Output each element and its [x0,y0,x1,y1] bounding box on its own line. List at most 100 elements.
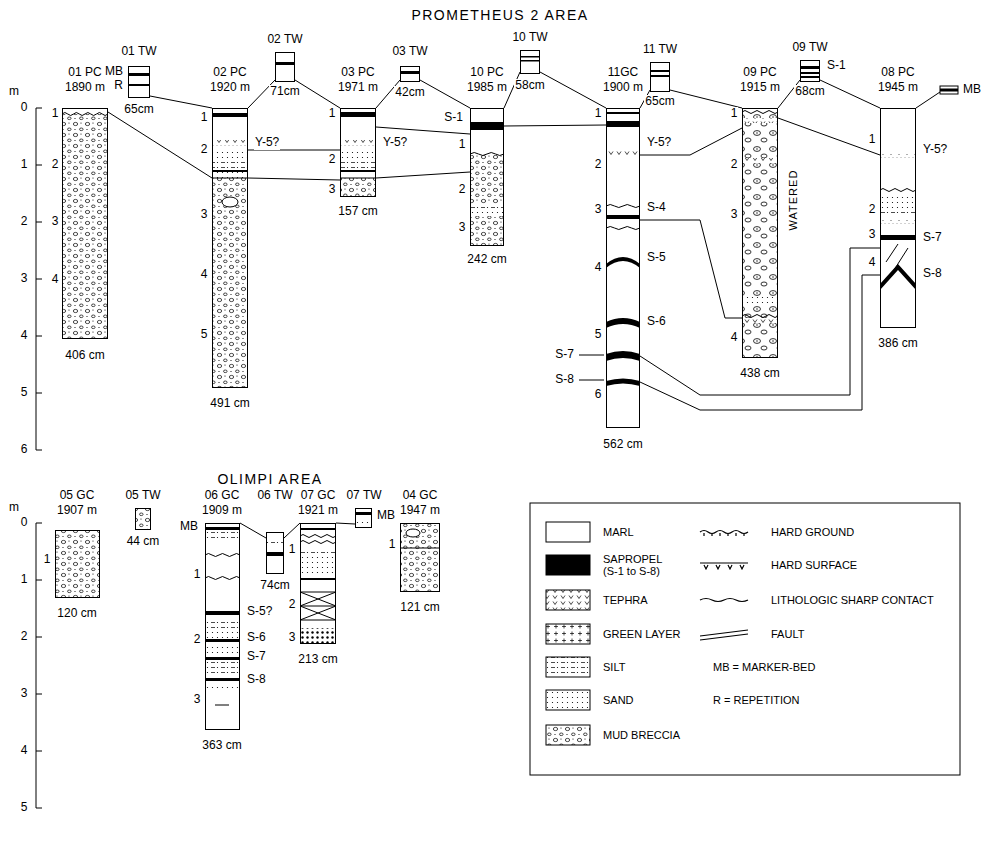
core-03tw-fill-part [400,71,420,74]
scale-tick: 1 [20,573,29,586]
core-11gc-fill-part [606,150,640,155]
sapropel-label: S-8 [554,373,575,386]
correlation-line [295,80,340,108]
section-number: 1 [328,107,337,120]
legend-sample [700,599,748,602]
core-column: 05 TW44 cm [135,508,151,530]
core-09pc-fill-part [742,315,778,318]
section-number: 1 [868,133,877,146]
sapropel-label: S-8 [246,673,267,686]
core-03pc-fill-part [340,178,376,197]
marker-bed-label: MB [104,65,124,78]
core-name: 06 GC [204,489,241,502]
core-10tw-fill-part [520,56,540,58]
core-11gc-fill-part [606,257,640,268]
core-02tw-fill-part [275,62,295,65]
core-03pc-fill [340,112,376,197]
section-number: 4 [594,261,603,274]
core-name: 03 TW [391,45,428,58]
core-length: 406 cm [64,349,105,362]
core-09tw-fill-part [800,66,820,69]
sapropel-label: S-8 [922,267,943,280]
sapropel-label: S-1 [443,111,464,124]
scale-tick: 1 [20,158,29,171]
core-column: 10 TW58cm [520,50,540,74]
legend-text: MARL [602,526,635,538]
core-name: 09 TW [791,41,828,54]
core-name: 02 TW [266,33,303,46]
core-06gc-fill-part [205,554,240,557]
core-01tw-fill-part [128,84,150,86]
core-11gc-fill-part [606,227,640,230]
core-09tw-fill-part [800,72,820,74]
core-length: 386 cm [877,337,918,350]
core-06gc-fill-part [205,611,240,615]
core-01tw-fill [128,73,150,86]
core-07gc-fill-part [300,548,336,556]
legend-text: TEPHRA [602,594,649,606]
correlation-line [640,248,880,395]
legend-text: SAND [602,694,635,706]
correlation-line [150,96,212,108]
legend-symbol [700,531,748,537]
section-number: 3 [730,208,739,221]
core-11tw-fill-part [650,70,670,72]
core-05gc-fill-part [55,530,100,598]
core-07gc-fill-part [300,535,336,538]
core-length: 438 cm [739,367,780,380]
legend-swatch [546,555,590,575]
section-number: 2 [594,158,603,171]
core-column: 03 PC1971 m157 cm [340,108,376,197]
core-column: 09 TW68cm [800,60,820,82]
core-03pc-fill-part [340,150,376,160]
section-number: 1 [193,568,202,581]
correlation-line [336,523,355,524]
core-02pc-fill-part [212,178,248,179]
core-name: 05 TW [124,489,161,502]
scale-tick: 5 [20,801,29,814]
core-07gc-fill-part [300,592,336,620]
scale-tick: 6 [20,443,29,456]
core-06tw-fill-part [266,552,284,556]
core-07gc-fill-part [300,528,336,530]
correlation-line [248,178,340,180]
legend-symbol [700,599,748,602]
core-column: 11 TW65cm [650,62,670,92]
core-name: 11 TW [642,43,678,56]
correlation-line [820,80,880,108]
section-number: 3 [51,215,60,228]
scale-tick: 5 [20,386,29,399]
core-01pc-fill [62,113,108,340]
water-depth: 1907 m [56,504,98,517]
section-number: 4 [868,256,877,269]
section-number: 1 [51,107,60,120]
sapropel-label: S-6 [646,315,667,328]
legend-pattern [546,725,590,745]
core-01tw-fill-part [128,73,150,76]
core-09pc-fill-part [742,112,778,358]
section-number: 3 [458,221,467,234]
core-08pc-fill-part [880,264,916,290]
marker-bed-label: MB [179,520,199,533]
water-depth: 1915 m [739,81,781,94]
core-08pc-fill-part [880,208,916,216]
water-depth: 1900 m [602,81,644,94]
core-column: 05 GC1907 m120 cm [55,530,100,598]
core-name: 10 TW [511,31,548,44]
core-02pc-fill-part [212,140,248,146]
section-number: 4 [200,268,209,281]
core-05tw-fill-part [135,508,151,530]
core-column: 03 TW42cm [400,66,420,82]
core-09pc-fill-part [742,296,778,306]
core-06gc-fill-part [205,527,240,530]
core-name: 04 GC [402,489,439,502]
core-06gc-fill-part [205,577,240,580]
core-02pc-fill-part [222,197,238,207]
core-06gc-fill-part [205,678,240,681]
core-03tw-fill [400,71,420,74]
core-07gc-fill-part [300,578,336,580]
section-number: 4 [51,273,60,286]
core-column: 06 GC1909 m363 cm [205,523,240,730]
